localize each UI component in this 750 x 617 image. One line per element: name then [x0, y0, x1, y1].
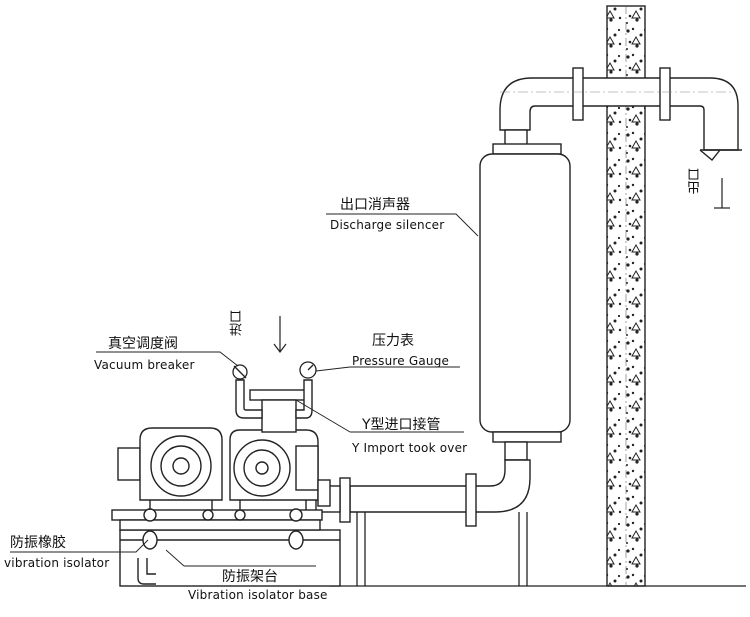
outlet-arrow — [714, 178, 730, 209]
pipe-supports — [356, 512, 528, 586]
motor — [117, 427, 223, 510]
isolator-base-label-en: Vibration isolator base — [188, 588, 328, 602]
vibration-isolator-label-en: vibration isolator — [4, 556, 110, 570]
discharge-pipe — [315, 459, 531, 527]
isolator-base-label-zh: 防振架台 — [222, 569, 278, 585]
inlet-label: 进口 — [230, 310, 245, 336]
y-import-label-zh: Y型进口接管 — [362, 417, 441, 433]
inlet-arrow — [273, 316, 287, 353]
pressure-gauge — [299, 361, 317, 379]
discharge-silencer-label-en: Discharge silencer — [330, 218, 445, 232]
outlet-pipe — [499, 67, 742, 161]
discharge-silencer-label-zh: 出口消声器 — [340, 197, 410, 213]
pressure-gauge-label-zh: 压力表 — [372, 333, 414, 349]
vacuum-breaker-label-en: Vacuum breaker — [94, 358, 195, 372]
y-import-label-en: Y Import took over — [352, 441, 468, 455]
leader-lines — [10, 213, 479, 567]
outlet-label: 出口 — [688, 168, 703, 194]
vacuum-breaker — [232, 364, 248, 380]
vibration-isolator-label-zh: 防振橡胶 — [10, 535, 66, 551]
y-inlet-pipe — [235, 379, 313, 433]
blower-frame — [111, 508, 323, 550]
discharge-silencer — [479, 129, 571, 461]
roots-blower — [229, 429, 331, 510]
pressure-gauge-label-en: Pressure Gauge — [352, 354, 450, 368]
vacuum-breaker-label-zh: 真空调度阀 — [108, 336, 178, 352]
